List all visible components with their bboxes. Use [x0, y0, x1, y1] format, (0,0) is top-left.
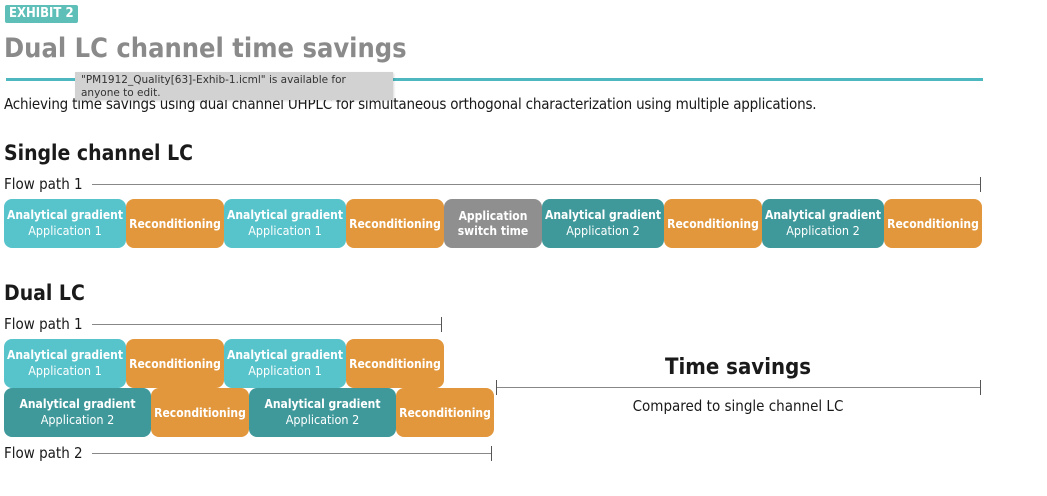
dual-row2-block-4: Reconditioning	[396, 388, 494, 437]
dual-flow-path-1-label: Flow path 1	[4, 315, 83, 333]
time-savings-subtitle: Compared to single channel LC	[632, 397, 844, 415]
single-block-2: Reconditioning	[126, 199, 224, 248]
block-line2: Application 2	[40, 412, 115, 427]
single-block-5: Application switch time	[444, 199, 542, 248]
block-line1: Reconditioning	[349, 216, 441, 231]
exhibit-badge: EXHIBIT 2	[5, 5, 78, 23]
single-flow-path-1-label: Flow path 1	[4, 175, 83, 193]
block-line2: Application 1	[248, 363, 322, 378]
single-block-8: Analytical gradient Application 2	[762, 199, 884, 248]
block-line1: Analytical gradient	[765, 208, 881, 222]
dual-flow-path-1-line	[92, 324, 442, 325]
time-savings-line	[496, 387, 981, 388]
dual-row1-block-1: Analytical gradient Application 1	[4, 339, 126, 388]
block-line1: Analytical gradient	[7, 348, 123, 362]
dual-row1-block-3: Analytical gradient Application 1	[224, 339, 346, 388]
time-savings-title: Time savings	[664, 355, 812, 380]
edit-availability-tooltip: "PM1912_Quality[63]-Exhib-1.icml" is ava…	[75, 72, 393, 100]
single-block-1: Analytical gradient Application 1	[4, 199, 126, 248]
dual-row2-block-3: Analytical gradient Application 2	[249, 388, 396, 437]
single-block-9: Reconditioning	[884, 199, 982, 248]
block-line1: Reconditioning	[154, 405, 246, 420]
single-block-3: Analytical gradient Application 1	[224, 199, 346, 248]
block-line1: Reconditioning	[667, 216, 759, 231]
dual-row1-block-4: Reconditioning	[346, 339, 444, 388]
dual-flow-path-2-end-tick	[491, 446, 492, 461]
block-line1: Application	[458, 208, 528, 223]
single-block-7: Reconditioning	[664, 199, 762, 248]
single-channel-heading: Single channel LC	[4, 141, 193, 165]
dual-row1-block-2: Reconditioning	[126, 339, 224, 388]
dual-flow-path-1-end-tick	[441, 317, 442, 332]
block-line1: Reconditioning	[349, 356, 441, 371]
time-savings-end-tick	[980, 380, 981, 395]
block-line2: Application 1	[248, 223, 322, 238]
block-line1: Reconditioning	[399, 405, 491, 420]
block-line2: Application 2	[285, 412, 360, 427]
dual-row2-block-2: Reconditioning	[151, 388, 249, 437]
block-line1: Analytical gradient	[7, 208, 123, 222]
dual-flow-path-2-line	[92, 453, 492, 454]
block-line1: Analytical gradient	[19, 397, 136, 411]
dual-flow-path-2-label: Flow path 2	[4, 444, 83, 462]
block-line1: Analytical gradient	[264, 397, 381, 411]
single-block-4: Reconditioning	[346, 199, 444, 248]
page-title: Dual LC channel time savings	[4, 33, 407, 64]
block-line2: Application 1	[28, 363, 102, 378]
block-line1: Analytical gradient	[227, 208, 343, 222]
block-line2: Application 2	[566, 223, 640, 238]
dual-row2-block-1: Analytical gradient Application 2	[4, 388, 151, 437]
block-line1: Analytical gradient	[545, 208, 661, 222]
block-line2: Application 1	[28, 223, 102, 238]
single-flow-path-1-end-tick	[980, 177, 981, 192]
single-flow-path-1-line	[92, 184, 981, 185]
block-line1: Reconditioning	[887, 216, 979, 231]
block-line2: switch time	[457, 223, 529, 238]
title-divider	[6, 78, 983, 81]
dual-lc-heading: Dual LC	[4, 281, 85, 305]
time-savings-start-tick	[496, 380, 497, 395]
single-block-6: Analytical gradient Application 2	[542, 199, 664, 248]
block-line2: Application 2	[786, 223, 860, 238]
block-line1: Reconditioning	[129, 356, 221, 371]
block-line1: Reconditioning	[129, 216, 221, 231]
block-line1: Analytical gradient	[227, 348, 343, 362]
